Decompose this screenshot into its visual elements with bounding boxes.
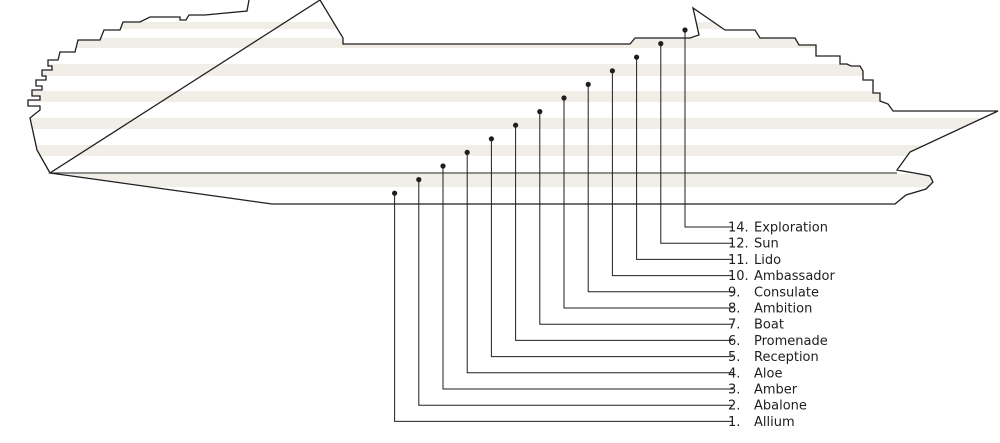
deck-name: Ambassador — [754, 269, 835, 284]
ship-hull-outline — [27, 0, 999, 205]
deck-marker-dot — [537, 109, 543, 115]
deck-number: 1. — [728, 415, 740, 430]
leader-line — [684, 30, 733, 228]
deck-callouts: 14. Exploration 12. Sun 11. Lido 10. Ambassador… — [392, 27, 835, 430]
deck-marker-dot — [464, 149, 470, 155]
deck-number: 6. — [728, 334, 740, 349]
deck-marker-dot — [658, 41, 664, 47]
deck-name: Lido — [754, 253, 781, 268]
deck-marker-dot — [585, 81, 591, 87]
leader-line — [611, 70, 733, 277]
deck-name: Sun — [754, 237, 779, 252]
deck-stripe — [28, 145, 998, 156]
deck-number: 12. — [728, 237, 749, 252]
deck-stripe — [28, 22, 998, 29]
deck-name: Amber — [754, 383, 798, 398]
leader-line — [539, 111, 733, 325]
deck-number: 9. — [728, 285, 740, 300]
deck-marker-dot — [609, 68, 616, 74]
leader-line — [636, 57, 733, 260]
deck-name: Boat — [754, 318, 784, 333]
leader-line — [466, 152, 733, 374]
deck-marker-dot — [488, 136, 494, 142]
leader-line — [563, 98, 733, 309]
deck-number: 14. — [728, 221, 749, 236]
leader-line — [418, 179, 733, 406]
deck-number: 10. — [728, 269, 749, 284]
deck-number: 8. — [728, 302, 740, 317]
deck-stripe — [28, 91, 998, 102]
deck-number: 11. — [728, 253, 749, 268]
deck-marker-dot — [513, 122, 519, 128]
leader-line — [394, 193, 733, 422]
deck-name: Allium — [754, 415, 795, 430]
deck-name: Aloe — [754, 366, 782, 381]
deck-marker-dot — [416, 177, 422, 183]
deck-stripes — [28, 22, 998, 187]
deck-stripe — [28, 38, 998, 48]
leader-line — [490, 138, 733, 358]
deck-stripe — [28, 174, 998, 187]
leader-line — [587, 84, 733, 293]
deck-name: Abalone — [754, 399, 807, 414]
leader-line — [515, 125, 733, 341]
deck-name: Reception — [754, 350, 819, 365]
deck-marker-dot — [440, 163, 446, 169]
deck-number: 2. — [728, 399, 740, 414]
deck-number: 5. — [728, 350, 740, 365]
deck-stripe — [28, 118, 998, 129]
deck-number: 7. — [728, 318, 740, 333]
deck-stripe — [28, 64, 998, 76]
leader-line — [660, 43, 733, 244]
leader-line — [442, 166, 733, 390]
deck-name: Consulate — [754, 285, 819, 300]
deck-marker-dot — [392, 190, 398, 196]
deck-marker-dot — [561, 95, 567, 101]
deck-number: 4. — [728, 366, 740, 381]
deck-number: 3. — [728, 383, 740, 398]
deck-name: Ambition — [754, 302, 812, 317]
deck-marker-dot — [634, 54, 640, 60]
deck-name: Exploration — [754, 221, 828, 236]
deck-marker-dot — [682, 27, 688, 33]
deck-name: Promenade — [754, 334, 828, 349]
